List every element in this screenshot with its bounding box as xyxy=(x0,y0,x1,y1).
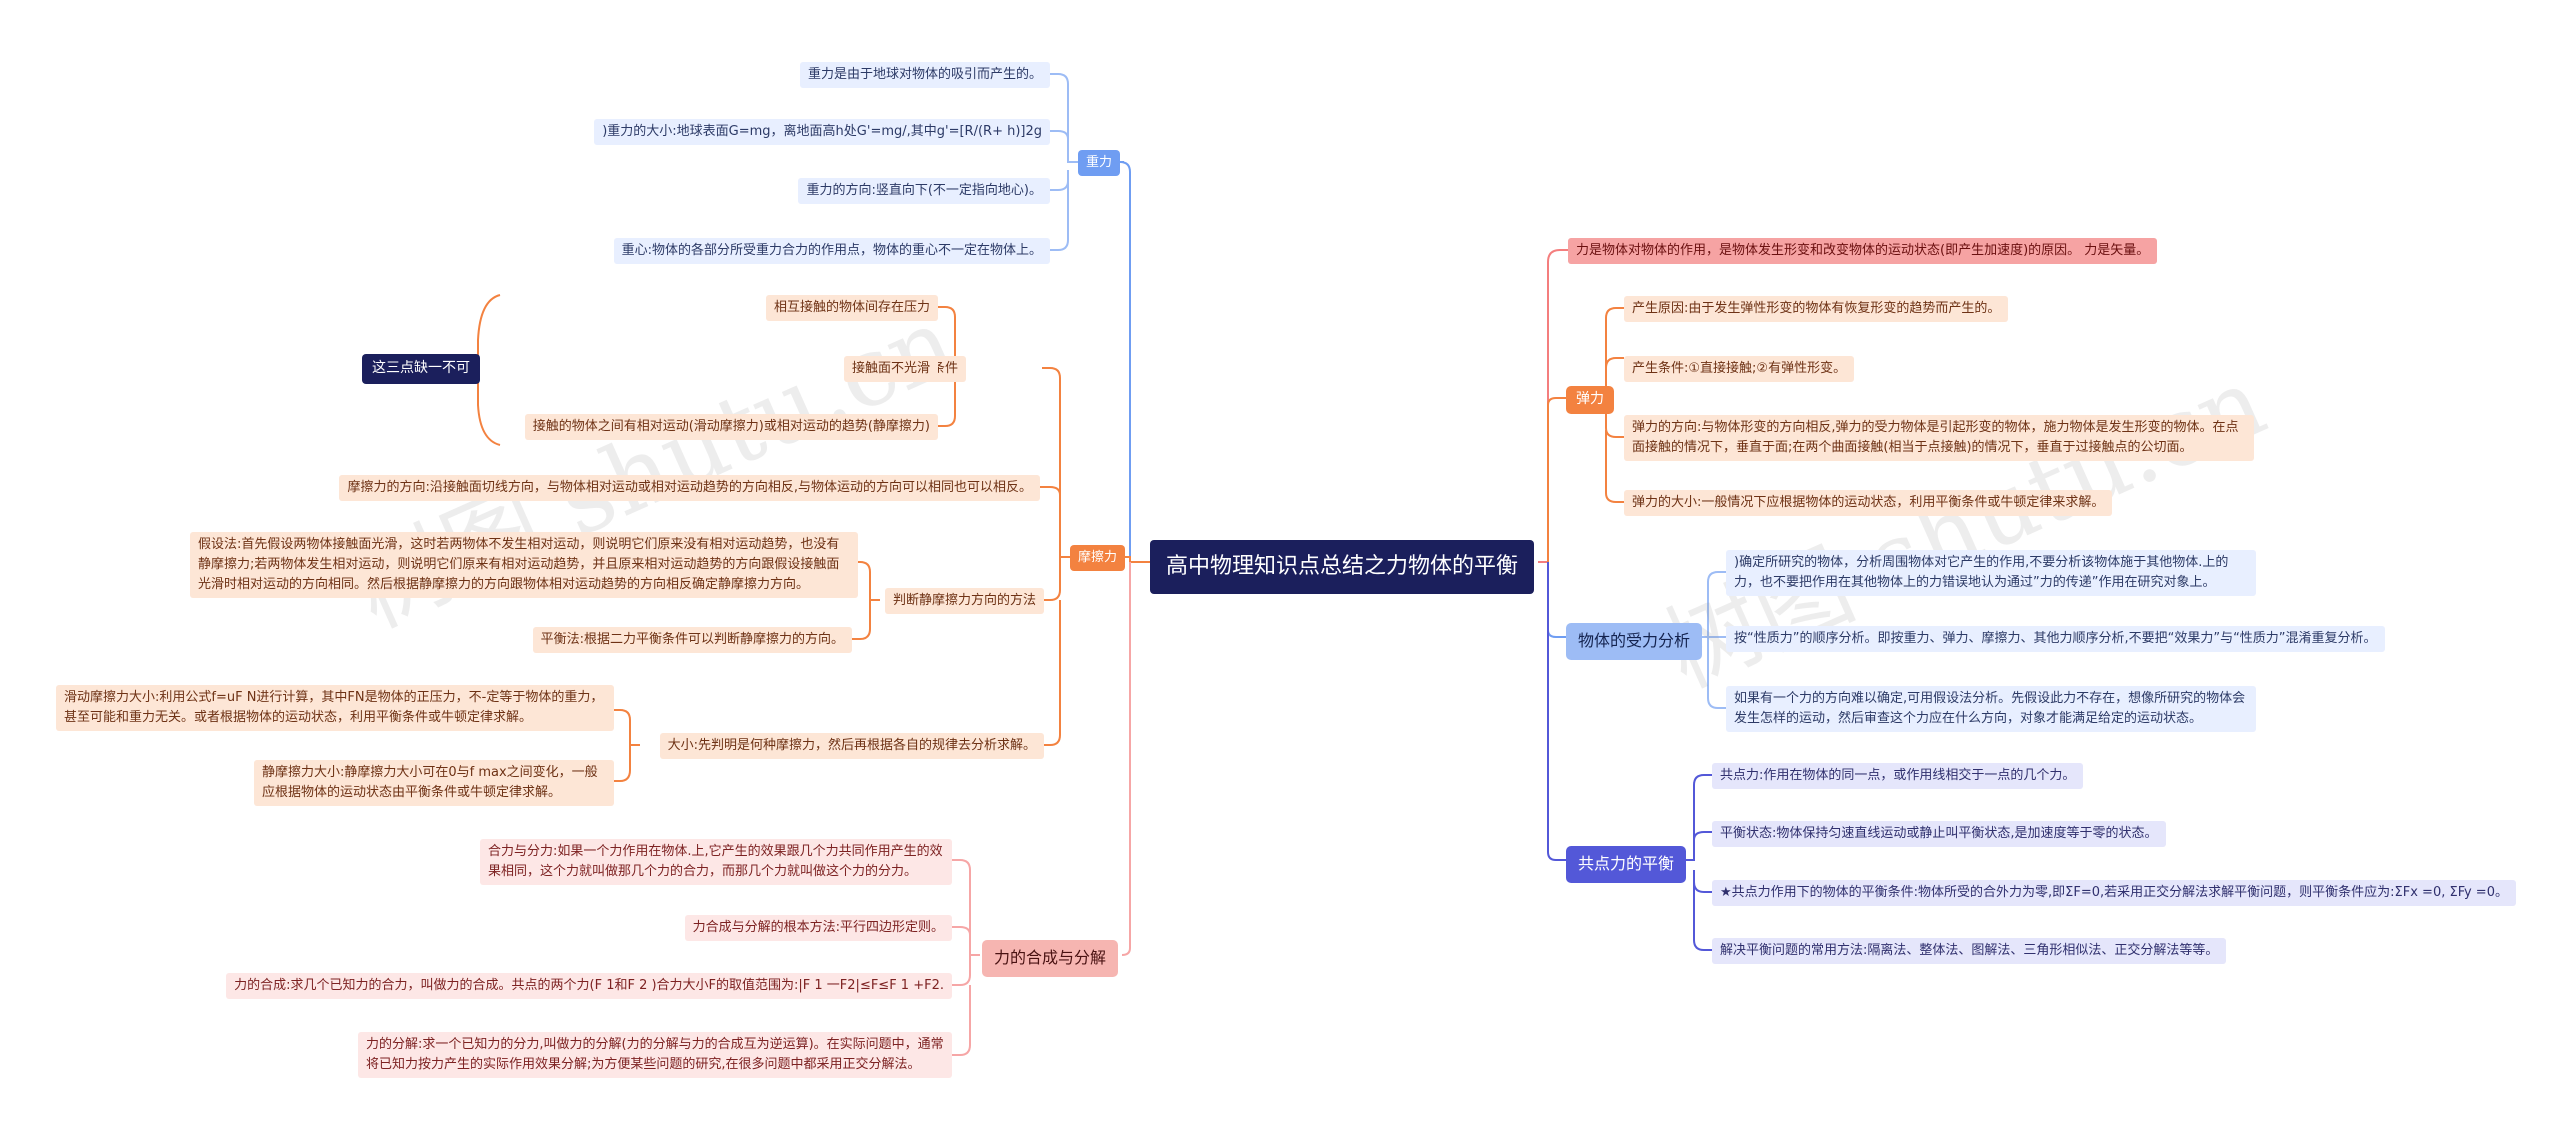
force-definition[interactable]: 力是物体对物体的作用，是物体发生形变和改变物体的运动状态(即产生加速度)的原因。… xyxy=(1568,238,2158,265)
friction-magnitude[interactable]: 大小:先判明是何种摩擦力，然后再根据各自的规律去分析求解。 xyxy=(659,733,1044,760)
equilibrium-state[interactable]: 平衡状态:物体保持匀速直线运动或静止叫平衡状态,是加速度等于零的状态。 xyxy=(1712,821,2166,848)
equilibrium-concurrent[interactable]: 共点力:作用在物体的同一点，或作用线相交于一点的几个力。 xyxy=(1712,763,2084,790)
elastic-direction[interactable]: 弹力的方向:与物体形变的方向相反,弹力的受力物体是引起形变的物体，施力物体是发生… xyxy=(1624,415,2254,462)
force-composition[interactable]: 力的合成:求几个已知力的合力，叫做力的合成。共点的两个力(F 1和F 2 )合力… xyxy=(226,973,952,1000)
analysis-step-object[interactable]: )确定所研究的物体，分析周围物体对它产生的作用,不要分析该物体施于其他物体.上的… xyxy=(1726,550,2256,597)
method-balance[interactable]: 平衡法:根据二力平衡条件可以判断静摩擦力的方向。 xyxy=(532,627,852,654)
resultant-force[interactable]: 合力与分力:如果一个力作用在物体.上,它产生的效果跟几个力共同作用产生的效果相同… xyxy=(480,839,952,886)
static-direction-methods[interactable]: 判断静摩擦力方向的方法 xyxy=(884,588,1044,615)
equilibrium-condition[interactable]: ★共点力作用下的物体的平衡条件:物体所受的合外力为零,即ΣF=0,若采用正交分解… xyxy=(1712,880,2516,907)
method-assumption[interactable]: 假设法:首先假设两物体接触面光滑，这时若两物体不发生相对运动，则说明它们原来没有… xyxy=(190,532,858,599)
friction-topic[interactable]: 摩擦力 xyxy=(1070,545,1126,572)
composition-topic[interactable]: 力的合成与分解 xyxy=(982,940,1119,977)
parallelogram-rule[interactable]: 力合成与分解的根本方法:平行四边形定则。 xyxy=(684,915,952,942)
kinetic-friction-size[interactable]: 滑动摩擦力大小:利用公式f=uF N进行计算，其中FN是物体的正压力，不-定等于… xyxy=(56,685,614,732)
friction-direction[interactable]: 摩擦力的方向:沿接触面切线方向，与物体相对运动或相对运动趋势的方向相反,与物体运… xyxy=(339,475,1040,502)
gravity-direction[interactable]: 重力的方向:竖直向下(不一定指向地心)。 xyxy=(798,178,1050,205)
gravity-topic[interactable]: 重力 xyxy=(1078,150,1121,177)
static-friction-size[interactable]: 静摩擦力大小:静摩擦力大小可在0与f max之间变化，一般应根据物体的运动状态由… xyxy=(254,760,614,807)
elastic-cause[interactable]: 产生原因:由于发生弹性形变的物体有恢复形变的趋势而产生的。 xyxy=(1624,296,2009,323)
force-analysis-topic[interactable]: 物体的受力分析 xyxy=(1566,623,1703,660)
analysis-step-assume[interactable]: 如果有一个力的方向难以确定,可用假设法分析。先假设此力不存在，想像所研究的物体会… xyxy=(1726,686,2256,733)
condition-pressure[interactable]: 相互接触的物体间存在压力 xyxy=(765,295,938,322)
conditions-note[interactable]: 这三点缺一不可 xyxy=(362,354,480,384)
central-topic[interactable]: 高中物理知识点总结之力物体的平衡 xyxy=(1150,540,1535,595)
gravity-magnitude[interactable]: )重力的大小:地球表面G=mg，离地面高h处G'=mg/,其中g'=[R/(R+… xyxy=(594,119,1050,146)
elastic-force-topic[interactable]: 弹力 xyxy=(1566,386,1614,414)
force-decomposition[interactable]: 力的分解:求一个已知力的分力,叫做力的分解(力的分解与力的合成互为逆运算)。在实… xyxy=(358,1032,952,1079)
elastic-condition[interactable]: 产生条件:①直接接触;②有弹性形变。 xyxy=(1624,356,1855,383)
condition-motion[interactable]: 接触的物体之间有相对运动(滑动摩擦力)或相对运动的趋势(静摩擦力) xyxy=(524,414,938,441)
analysis-step-order[interactable]: 按“性质力”的顺序分析。即按重力、弹力、摩擦力、其他力顺序分析,不要把“效果力”… xyxy=(1726,626,2385,653)
gravity-center[interactable]: 重心:物体的各部分所受重力合力的作用点，物体的重心不一定在物体上。 xyxy=(613,238,1050,265)
elastic-magnitude[interactable]: 弹力的大小:一般情况下应根据物体的运动状态，利用平衡条件或牛顿定律来求解。 xyxy=(1624,490,2113,517)
equilibrium-methods[interactable]: 解决平衡问题的常用方法:隔离法、整体法、图解法、三角形相似法、正交分解法等等。 xyxy=(1712,938,2227,965)
equilibrium-topic[interactable]: 共点力的平衡 xyxy=(1566,846,1687,883)
gravity-origin[interactable]: 重力是由于地球对物体的吸引而产生的。 xyxy=(799,62,1050,89)
condition-rough[interactable]: 接触面不光滑 xyxy=(843,356,938,383)
